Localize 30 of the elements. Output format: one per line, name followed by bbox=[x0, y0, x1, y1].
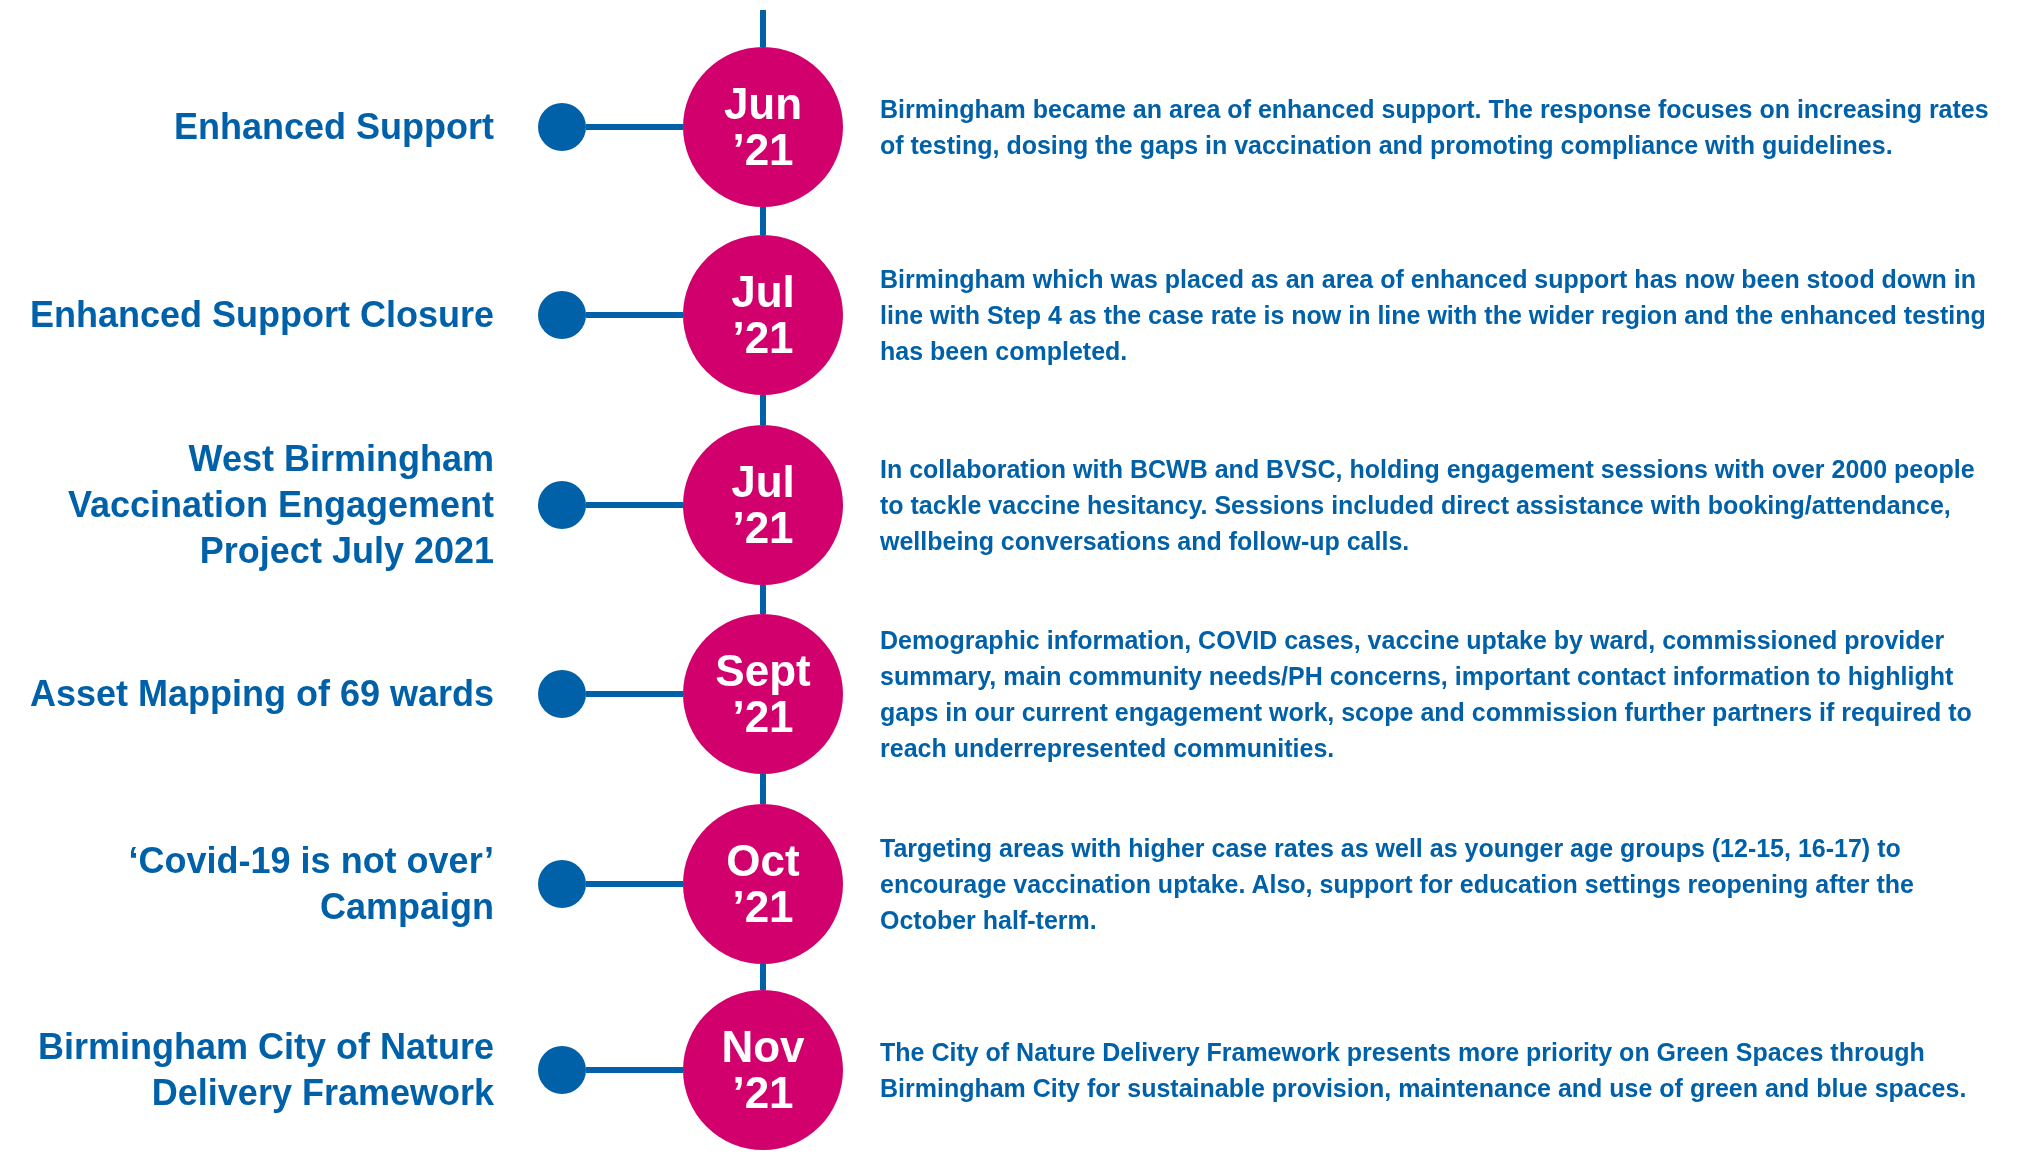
event-title: Enhanced Support bbox=[173, 105, 494, 149]
connector-line bbox=[586, 1067, 683, 1073]
event-title: Enhanced Support Closure bbox=[28, 293, 494, 337]
connector-line bbox=[586, 502, 683, 508]
event-description: The City of Nature Delivery Framework presents more priority on Green Spaces through Birmingham City for sustainable provision, maintenance and use of green and blue spaces. bbox=[880, 1037, 1968, 1104]
connector-line bbox=[586, 691, 683, 697]
event-description: Demographic information, COVID cases, vaccine uptake by ward, commissioned provider summary, main community needs/PH concerns, important contact information to highlight gaps in our current engagement work, scope and commission further partners if required to reach underrepresented communities. bbox=[880, 625, 1973, 764]
date-text: Jul ’21 bbox=[730, 459, 796, 551]
event-description: Targeting areas with higher case rates as well as younger age groups (12-15, 16-17) to encourage vaccination uptake. Also, support for education settings reopening after the October half-term. bbox=[880, 833, 1915, 936]
event-description: Birmingham became an area of enhanced support. The response focuses on increasing rates of testing, dosing the gaps in vaccination and promoting compliance with guidelines. bbox=[880, 94, 1990, 161]
date-text: Oct ’21 bbox=[725, 838, 801, 930]
event-description: In collaboration with BCWB and BVSC, holding engagement sessions with over 2000 people to tackle vaccine hesitancy. Sessions included direct assistance with booking/attendance, wellbeing conversations and follow-up calls. bbox=[880, 454, 1976, 557]
date-text: Sept ’21 bbox=[714, 648, 812, 740]
connector-line bbox=[760, 207, 766, 235]
event-title: ‘Covid-19 is not over’ Campaign bbox=[127, 839, 494, 929]
date-text: Jun ’21 bbox=[722, 81, 804, 173]
event-title: Birmingham City of Nature Delivery Framework bbox=[36, 1025, 494, 1115]
connector-line bbox=[586, 881, 683, 887]
date-text: Nov ’21 bbox=[720, 1024, 806, 1116]
event-title: Asset Mapping of 69 wards bbox=[28, 672, 494, 716]
event-description: Birmingham which was placed as an area of enhanced support has now been stood down in line with Step 4 as the case rate is now in line with the wider region and the enhanced testing has been completed. bbox=[880, 264, 1987, 367]
connector-line bbox=[760, 774, 766, 804]
connector-line bbox=[760, 395, 766, 425]
connector-line bbox=[586, 312, 683, 318]
connector-line bbox=[586, 124, 683, 130]
date-text: Jul ’21 bbox=[730, 269, 796, 361]
event-title: West Birmingham Vaccination Engagement Project July 2021 bbox=[66, 437, 494, 573]
connector-line bbox=[760, 10, 766, 47]
connector-line bbox=[760, 964, 766, 990]
connector-line bbox=[760, 585, 766, 614]
